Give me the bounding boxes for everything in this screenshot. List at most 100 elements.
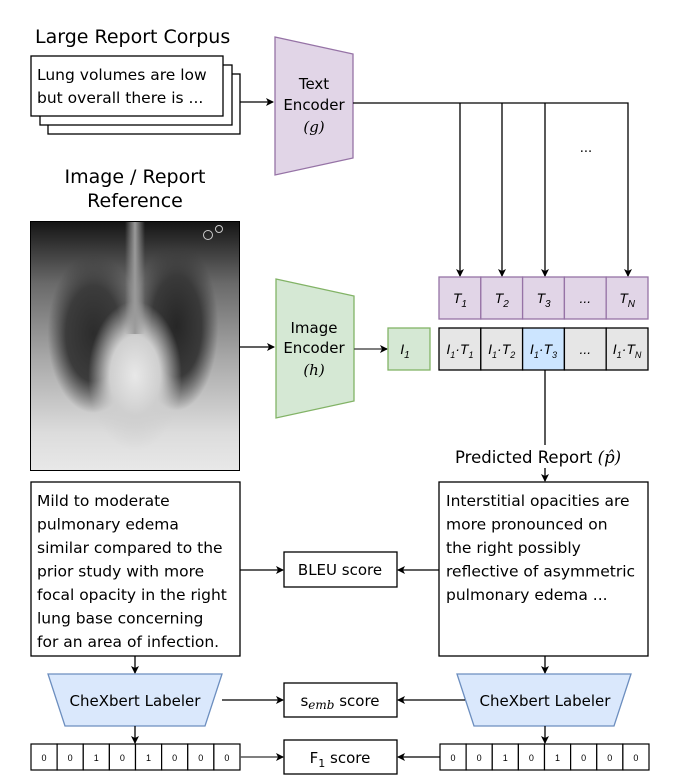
label-vector-value: 0 bbox=[172, 753, 177, 763]
predicted-title: Predicted Report (p̂) bbox=[455, 448, 621, 467]
similarity-label: I1·T2 bbox=[488, 341, 515, 360]
label-vector-cell: 0 bbox=[108, 743, 137, 771]
label-vector-value: 0 bbox=[198, 753, 203, 763]
label-vector-cell: 0 bbox=[622, 743, 650, 771]
similarity-cell-box bbox=[563, 327, 607, 371]
text-embedding-cell: T2 bbox=[480, 276, 524, 320]
label-vector-value: 1 bbox=[146, 753, 151, 763]
similarity-cell: ... bbox=[563, 327, 607, 371]
similarity-cell-box bbox=[605, 327, 649, 371]
label-vector-cell-box bbox=[596, 743, 624, 771]
text-embedding-cell-box bbox=[438, 276, 482, 320]
label-vector-cell-box bbox=[187, 743, 215, 771]
report-text-line: reflective of asymmetric bbox=[446, 563, 635, 581]
similarity-cell: I1·T2 bbox=[480, 327, 524, 371]
report-text-line: the right possibly bbox=[446, 539, 581, 557]
f1-score-box bbox=[283, 739, 398, 775]
label-vector-cell: 0 bbox=[465, 743, 493, 771]
corpus-text-line1: Lung volumes are low bbox=[37, 66, 207, 84]
text-encoder: Text Encoder (g) bbox=[274, 36, 354, 176]
similarity-label: I1·TN bbox=[613, 341, 642, 360]
text-embedding-row: T1 T2 T3... TN bbox=[438, 276, 649, 320]
predicted-report: Interstitial opacities are more pronounce… bbox=[438, 481, 649, 657]
text-embedding-label: T1 bbox=[453, 290, 467, 310]
chexbert-labeler-left: CheXbert Labeler bbox=[47, 673, 223, 727]
text-embedding-connectors: ... bbox=[353, 102, 632, 277]
similarity-label: I1·T3 bbox=[530, 341, 557, 360]
label-vector-cell: 1 bbox=[543, 743, 572, 771]
report-text-line: pulmonary edema bbox=[37, 516, 179, 534]
text-embedding-label: T2 bbox=[495, 290, 510, 310]
image-encoder-label1: Image bbox=[291, 319, 338, 337]
label-vector-value: 1 bbox=[94, 753, 99, 763]
report-text-line: Interstitial opacities are bbox=[446, 492, 630, 510]
label-vector-value: 0 bbox=[42, 753, 47, 763]
label-vector-cell: 0 bbox=[56, 743, 84, 771]
text-embedding-label: TN bbox=[619, 290, 636, 310]
report-text-line: pulmonary edema ... bbox=[446, 586, 608, 604]
image-encoder-label2: Encoder bbox=[283, 339, 345, 357]
text-embedding-cell-box bbox=[563, 276, 607, 320]
connector-tn bbox=[353, 102, 632, 277]
text-embedding-cell: ... bbox=[563, 276, 607, 320]
label-vector-cell-box bbox=[465, 743, 493, 771]
text-embedding-cell-box bbox=[605, 276, 649, 320]
similarity-row: I1·T1 I1·T2 I1·T3... I1·TN bbox=[438, 327, 649, 371]
image-encoder-shape bbox=[275, 278, 355, 419]
label-vector-cell: 0 bbox=[187, 743, 215, 771]
label-vector-cell: 0 bbox=[596, 743, 624, 771]
corpus-document-stack: Lung volumes are low but overall there i… bbox=[30, 55, 241, 135]
image-encoder: Image Encoder (h) bbox=[275, 278, 355, 419]
similarity-label: I1·T1 bbox=[446, 341, 473, 360]
image-embedding-box bbox=[387, 327, 431, 371]
text-encoder-label2: Encoder bbox=[283, 96, 345, 114]
label-vector-value: 0 bbox=[529, 753, 534, 763]
label-vector-cell-box bbox=[108, 743, 137, 771]
similarity-cell-selected: I1·T3 bbox=[521, 327, 566, 371]
semb-score: semb score bbox=[283, 682, 398, 718]
bleu-score: BLEU score bbox=[283, 551, 398, 588]
similarity-cell: I1·TN bbox=[605, 327, 649, 371]
labeler-right-label: CheXbert Labeler bbox=[480, 692, 612, 710]
label-vector-cell-box bbox=[56, 743, 84, 771]
labeler-right-shape bbox=[456, 673, 632, 727]
label-vector-value: 0 bbox=[633, 753, 638, 763]
label-vector-value: 0 bbox=[224, 753, 229, 763]
label-vector-cell: 0 bbox=[517, 743, 546, 771]
connector-ellipsis: ... bbox=[580, 141, 592, 156]
f1-score-label: F1 score bbox=[310, 749, 371, 770]
label-vector-cell: 1 bbox=[134, 743, 163, 771]
report-text-line: more pronounced on bbox=[446, 516, 608, 534]
semb-score-label: semb score bbox=[300, 692, 379, 712]
corpus-title: Large Report Corpus bbox=[35, 26, 230, 48]
label-vector-cell-box bbox=[543, 743, 572, 771]
label-vector-cell: 0 bbox=[30, 743, 58, 771]
label-vector-cell: 1 bbox=[491, 743, 519, 771]
document-front bbox=[30, 55, 224, 117]
label-vector-value: 0 bbox=[68, 753, 73, 763]
label-vector-cell: 0 bbox=[439, 743, 467, 771]
label-vector-cell-box bbox=[491, 743, 519, 771]
label-vector-cell-box bbox=[622, 743, 650, 771]
label-vector-cell: 0 bbox=[161, 743, 189, 771]
label-vector-cell-box bbox=[161, 743, 189, 771]
label-vector-cell-box bbox=[517, 743, 546, 771]
labeler-left-label: CheXbert Labeler bbox=[70, 692, 202, 710]
xray-marker bbox=[215, 225, 223, 233]
label-vector-cell-box bbox=[213, 743, 241, 771]
reference-title-line2: Reference bbox=[87, 190, 183, 212]
text-embedding-cell: TN bbox=[605, 276, 649, 320]
text-embedding-cell: T3 bbox=[521, 276, 566, 320]
xray-spine bbox=[124, 222, 146, 334]
text-embedding-label: ... bbox=[579, 290, 591, 306]
labeler-left-shape bbox=[47, 673, 223, 727]
text-encoder-symbol: (g) bbox=[303, 118, 324, 136]
label-vector-cell: 0 bbox=[570, 743, 598, 771]
report-text-line: prior study with more bbox=[37, 563, 204, 581]
report-text-line: for an area of infection. bbox=[37, 633, 219, 651]
predicted-report-text: Interstitial opacities are more pronounce… bbox=[446, 492, 635, 604]
